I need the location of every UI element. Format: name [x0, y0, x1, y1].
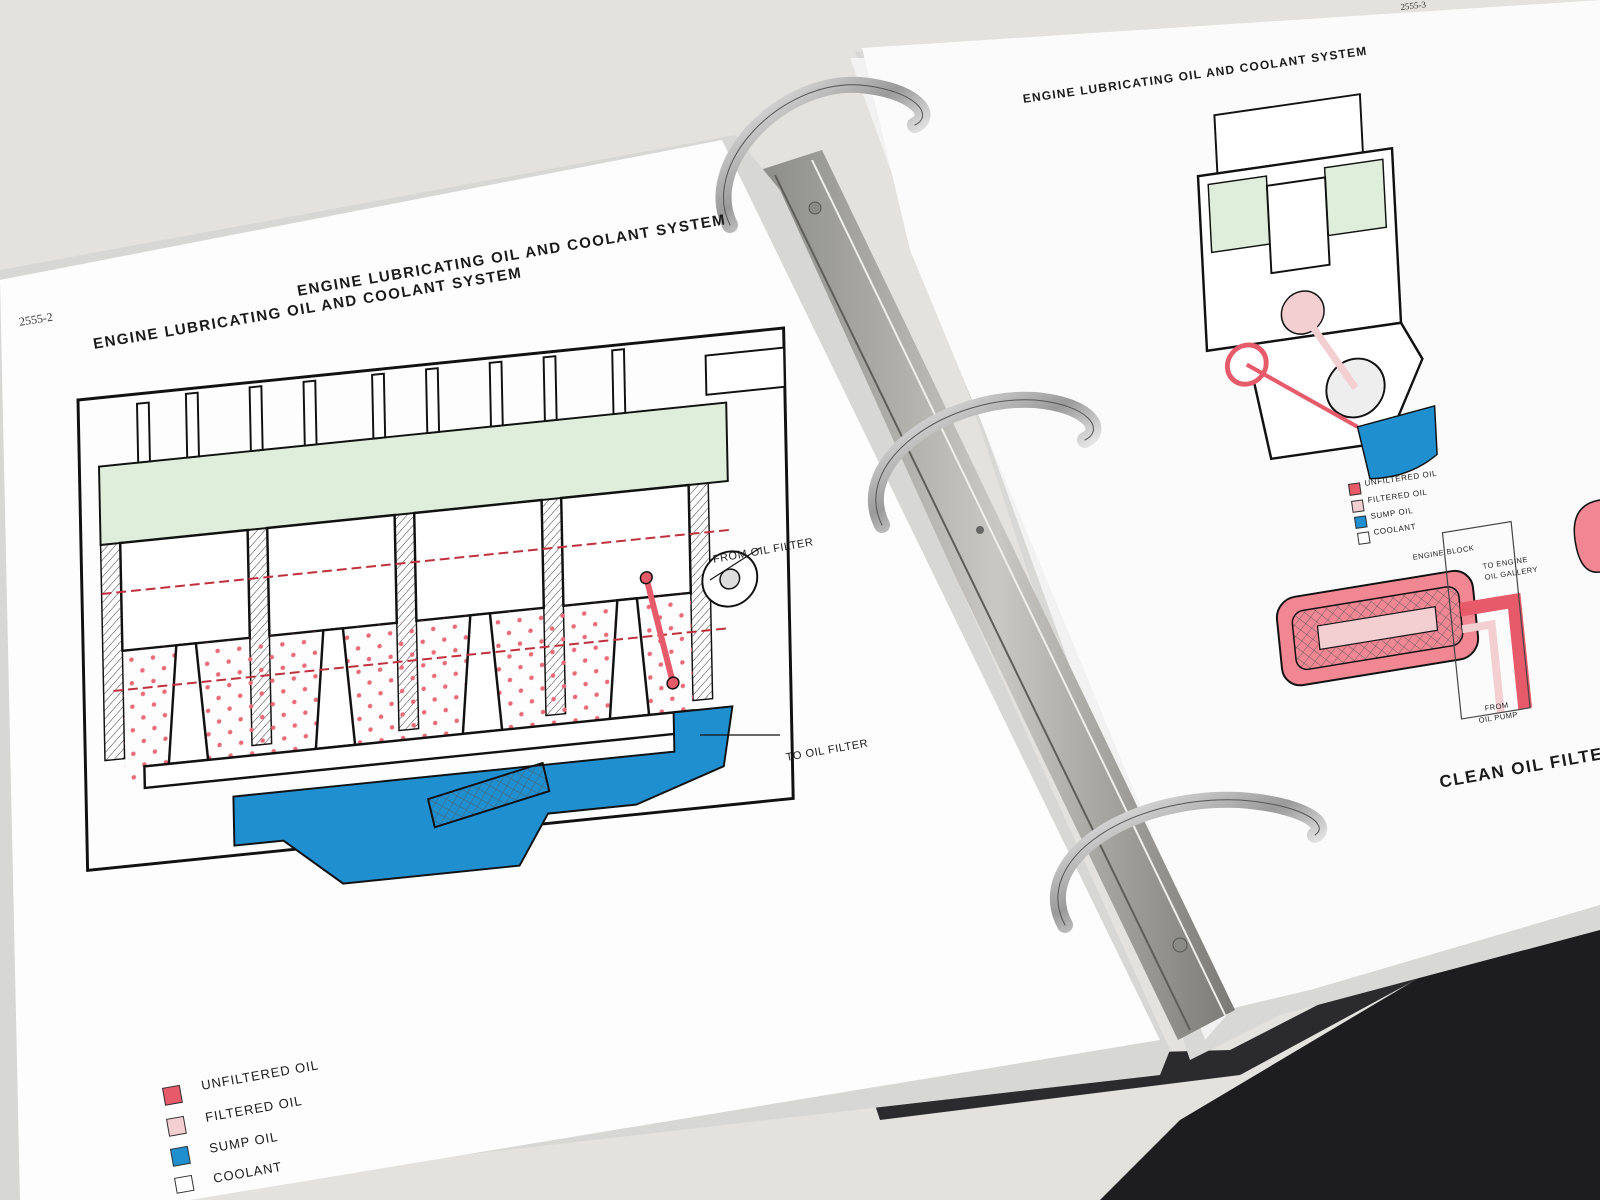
engine-cross-section — [76, 326, 795, 885]
right-legend-swatch-filtered-oil — [1351, 499, 1365, 513]
engine-end-section — [1196, 93, 1438, 480]
legend-swatch-sump-oil — [170, 1145, 191, 1167]
binder-ring-top — [715, 76, 931, 233]
legend-swatch-coolant — [174, 1174, 195, 1194]
binder-ring-bottom — [1050, 791, 1327, 933]
from-oil-filter-leader — [709, 547, 761, 581]
right-page — [862, 0, 1600, 1010]
legend-swatch-filtered-oil — [166, 1115, 187, 1137]
right-legend-swatch-coolant — [1357, 531, 1371, 545]
binder-ring-middle — [867, 391, 1102, 533]
right-legend-swatch-sump-oil — [1354, 515, 1368, 529]
oil-filter-section — [1275, 520, 1533, 720]
legend-swatch-unfiltered-oil — [162, 1084, 183, 1106]
right-legend-swatch-unfiltered-oil — [1348, 482, 1362, 496]
partial-filter-right — [1573, 499, 1600, 573]
